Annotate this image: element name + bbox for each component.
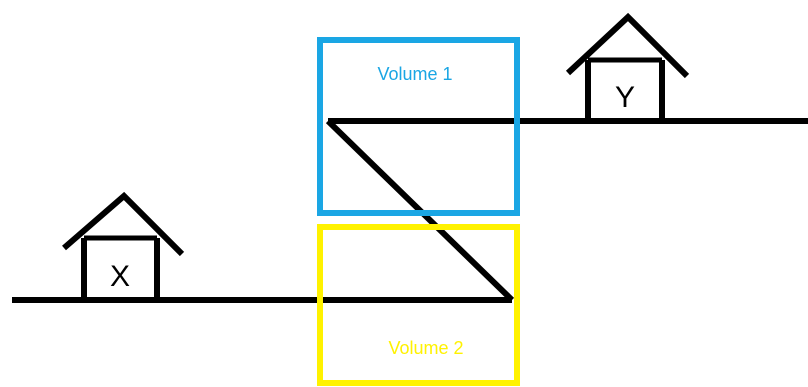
house-y: Y	[565, 12, 690, 121]
house-x-label: X	[110, 260, 130, 293]
house-x-roof	[62, 191, 185, 257]
volume-2-box	[317, 224, 520, 386]
volume-2-label: Volume 2	[388, 338, 463, 358]
volume-1-label: Volume 1	[377, 64, 452, 84]
house-y-roof	[565, 12, 690, 79]
house-y-label: Y	[615, 81, 635, 114]
house-x: X	[62, 191, 185, 300]
volume-1-box	[317, 37, 520, 216]
